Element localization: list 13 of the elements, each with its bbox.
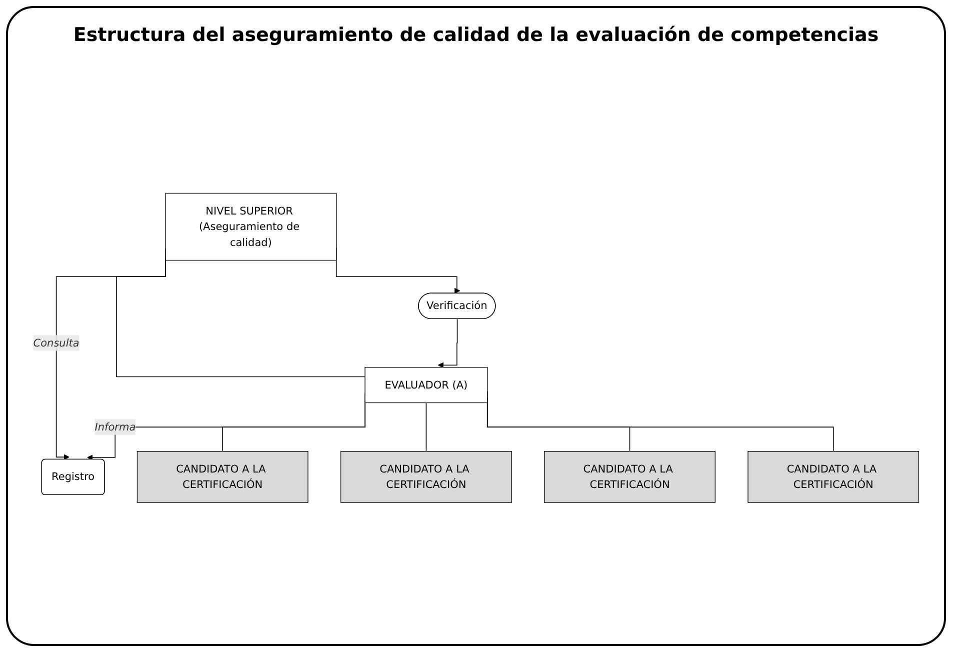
node-box	[136, 451, 308, 503]
frame-border: Estructura del aseguramiento de calidad de la evaluación de competencias Consulta Informa Verificación NIVEL SUPERIOR (Aseguramiento de calidad) Registro EVALUADOR (A) CANDIDATO A LA CERTIFICACIÓN CANDIDATO A LA CERTIFICACIÓN CANDIDATO A LA CERTIFICACIÓN CANDIDATO A LA CERTIFICACIÓN	[6, 6, 946, 646]
arrow	[438, 318, 458, 368]
edge-label: Informa	[94, 420, 136, 434]
diagram-title: Estructura del aseguramiento de calidad de la evaluación de competencias	[72, 24, 880, 46]
edge-label: Consulta	[33, 336, 80, 349]
connector	[426, 402, 427, 452]
node-box	[340, 451, 512, 503]
node-box	[165, 193, 337, 261]
node-box	[364, 367, 488, 404]
node-box	[748, 451, 920, 503]
node-box	[544, 451, 716, 503]
connector	[116, 258, 366, 378]
